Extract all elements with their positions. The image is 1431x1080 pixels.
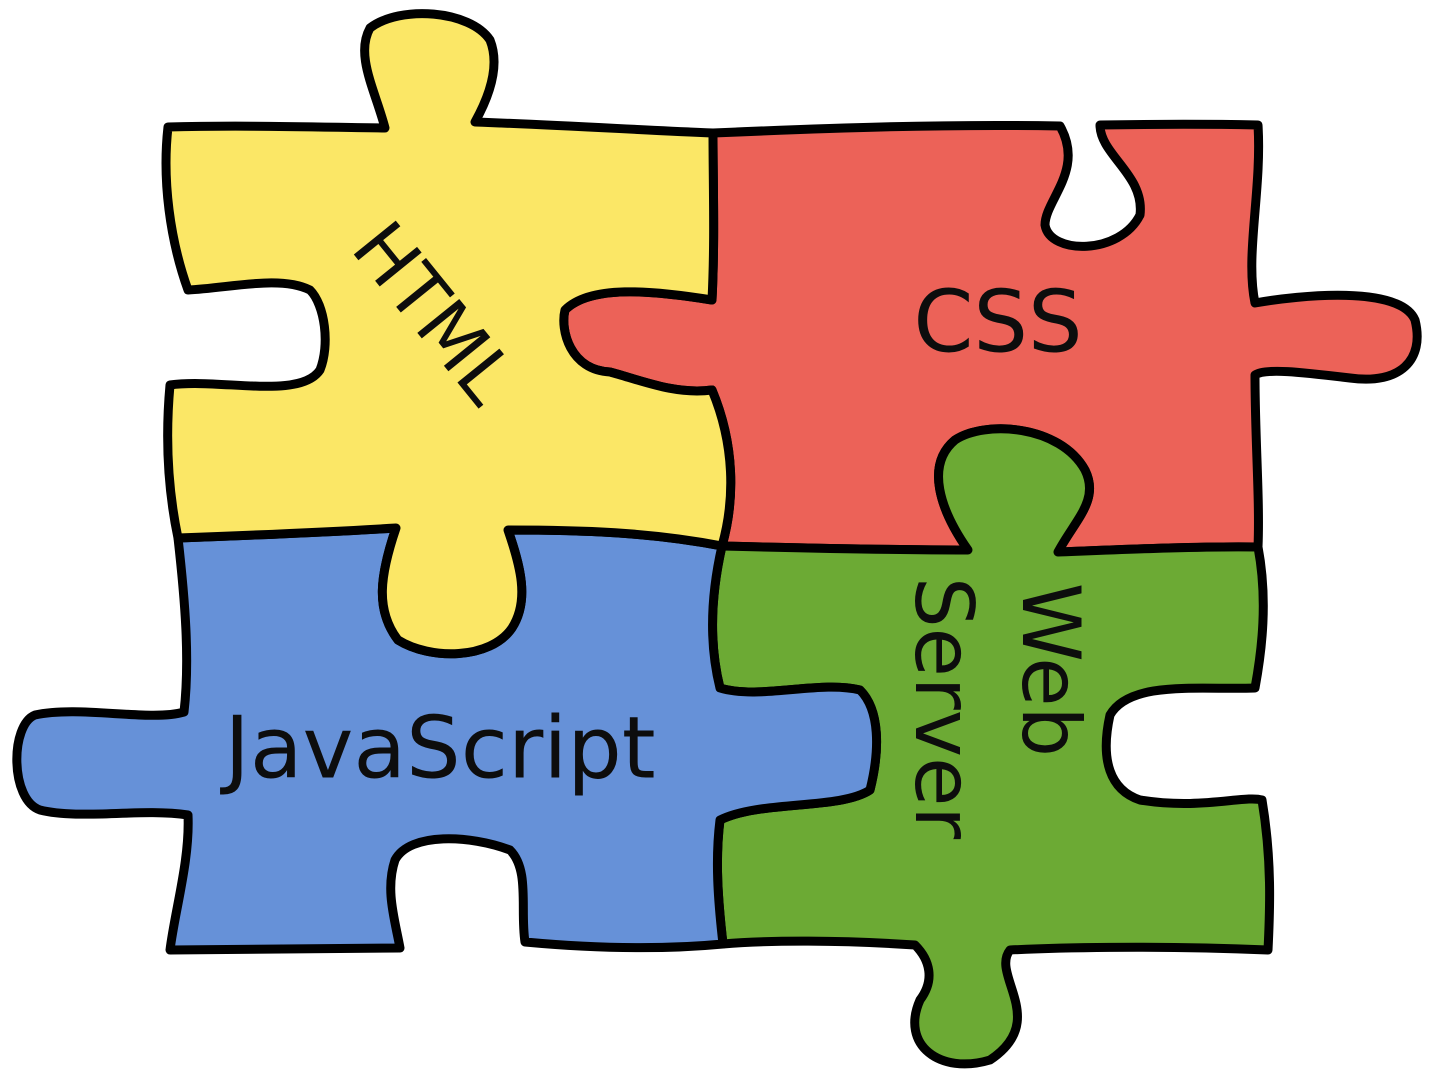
css-label: CSS <box>913 272 1082 372</box>
html-piece <box>161 9 736 659</box>
javascript-label: JavaScript <box>219 698 655 798</box>
web-label: Web <box>1004 583 1097 757</box>
server-label: Server <box>897 577 990 839</box>
